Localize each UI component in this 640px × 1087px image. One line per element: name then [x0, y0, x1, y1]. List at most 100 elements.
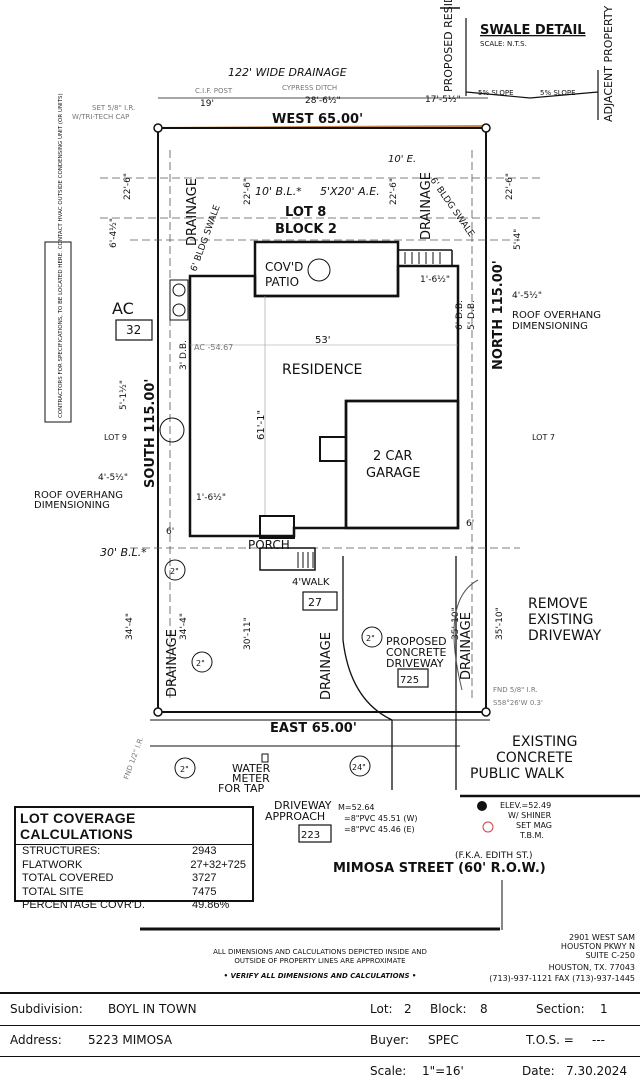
site-plan: SWALE DETAIL SCALE: N.T.S. PROPOSED RESI… — [34, 0, 640, 983]
drainage-bottom-mid: DRAINAGE — [319, 632, 334, 700]
address-label: Address: — [10, 1033, 62, 1047]
drainage-bottom-right: DRAINAGE — [459, 612, 474, 680]
coverage-label: TOTAL SITE — [22, 885, 84, 898]
ten-foot-easement: 10' E. — [388, 154, 416, 165]
tree-2-d: 2" — [366, 634, 375, 643]
flowline-3: =8"PVC 45.46 (E) — [344, 825, 415, 834]
setback-lines — [100, 150, 540, 700]
disclaimer-3: • VERIFY ALL DIMENSIONS AND CALCULATIONS… — [224, 972, 417, 980]
elevation-4: T.B.M. — [519, 831, 544, 840]
porch-label: PORCH — [248, 538, 290, 552]
swale-detail-title: SWALE DETAIL — [480, 23, 586, 38]
contractor-note: CONTRACTORS FOR SPECIFICATIONS, TO BE LO… — [58, 93, 64, 418]
subdivision-value: BOYL IN TOWN — [108, 1002, 197, 1016]
cypress-ditch-note: CYPRESS DITCH — [282, 84, 337, 92]
driveway-approach-2: APPROACH — [265, 810, 325, 823]
coverage-label: STRUCTURES: — [22, 845, 101, 857]
trees — [159, 417, 383, 779]
flowline-2: =8"PVC 45.51 (W) — [344, 814, 418, 823]
disclaimer-1: ALL DIMENSIONS AND CALCULATIONS DEPICTED… — [213, 948, 427, 956]
drainage-top-right: DRAINAGE — [419, 172, 434, 240]
lot-value: 2 — [404, 1002, 412, 1016]
coverage-value: 27+32+725 — [190, 858, 246, 871]
remove-driveway-2: EXISTING — [528, 612, 593, 628]
slope-right: 5% SLOPE — [540, 89, 576, 97]
dim-53: 53' — [315, 335, 330, 346]
coverage-row: STRUCTURES:2943 — [16, 845, 252, 859]
ac-label: AC — [112, 299, 134, 318]
tos-value: --- — [592, 1033, 605, 1047]
driveway-area: 725 — [400, 675, 419, 686]
garage-label-2: GARAGE — [366, 466, 420, 481]
lot-7-label: LOT 7 — [532, 433, 555, 442]
address-value: 5223 MIMOSA — [88, 1033, 173, 1047]
slope-left: 5% SLOPE — [478, 89, 514, 97]
dim-22-6-d: 22'-6" — [505, 173, 515, 200]
north-line-label: NORTH 115.00' — [491, 260, 506, 370]
tree-2-b: 2" — [196, 659, 205, 668]
disclaimer-2: OUTSIDE OF PROPERTY LINES ARE APPROXIMAT… — [234, 957, 405, 965]
lot-coverage-title: LOT COVERAGE CALCULATIONS — [16, 808, 252, 845]
coverage-label: PERCENTAGE COVR'D. — [22, 899, 145, 911]
block-label: Block: — [430, 1002, 467, 1016]
dim-6-b: 6' — [166, 527, 174, 537]
dim-5-1: 5'-1½" — [119, 380, 129, 410]
cov-patio-label-2: PATIO — [265, 275, 299, 289]
found-iron-rod: FND 5/8" I.R. — [493, 686, 538, 694]
dim-34-4-b: 34'-4" — [179, 613, 189, 640]
elevation-3: SET MAG — [516, 821, 552, 830]
remove-driveway-3: DRIVEWAY — [528, 628, 602, 644]
dim-35-10-b: 35'-10" — [495, 607, 505, 640]
firm-line-2: HOUSTON PKWY N — [561, 942, 635, 951]
dim-22-6-c: 22'-6" — [389, 178, 399, 205]
roof-overhang-left-2: DIMENSIONING — [34, 500, 110, 511]
coverage-value: 7475 — [192, 885, 217, 898]
tree-2-a: 2" — [170, 567, 179, 576]
dim-22-6-a: 22'-6" — [123, 173, 133, 200]
cf-post-note: C.I.F. POST — [195, 87, 233, 95]
lot-8-label: LOT 8 — [285, 205, 326, 220]
dim-6-4: 6'-4½" — [109, 218, 119, 248]
found-iron-rod-bearing: S58°26'W 0.3' — [493, 699, 543, 707]
swale-right: 6' BLDG SWALE — [428, 176, 477, 239]
proposed-residence-label: PROPOSED RESIDENCE — [442, 0, 455, 92]
firm-line-4: HOUSTON, TX. 77043 — [549, 963, 635, 972]
dim-34-4-a: 34'-4" — [125, 613, 135, 640]
block-value: 8 — [480, 1002, 488, 1016]
tos-label: T.O.S. = — [526, 1033, 574, 1047]
db-6: 6' D.B. — [455, 300, 465, 330]
swale-detail-scale: SCALE: N.T.S. — [480, 40, 527, 48]
water-meter-3: FOR TAP — [218, 782, 265, 795]
building-line-10: 10' B.L.* — [255, 185, 302, 198]
existing-walk-1: EXISTING — [512, 734, 577, 750]
cov-patio-label-1: COV'D — [265, 260, 303, 274]
coverage-value: 3727 — [192, 872, 217, 884]
coverage-row: TOTAL SITE 7475 — [16, 886, 252, 900]
existing-walk-2: CONCRETE — [496, 750, 573, 766]
firm-line-1: 2901 WEST SAM — [569, 933, 635, 942]
lot-label: Lot: — [370, 1002, 393, 1016]
buyer-label: Buyer: — [370, 1033, 410, 1047]
residence-footprint — [188, 264, 460, 538]
subdivision-label: Subdivision: — [10, 1002, 83, 1016]
swale-detail: SWALE DETAIL SCALE: N.T.S. PROPOSED RESI… — [440, 0, 615, 122]
section-value: 1 — [600, 1002, 608, 1016]
west-line-label: WEST 65.00' — [272, 112, 363, 127]
roof-overhang-right-1: ROOF OVERHANG — [512, 310, 601, 321]
drainage-bottom-left: DRAINAGE — [165, 629, 180, 697]
dim-17: 17'-5½" — [425, 95, 461, 105]
block-2-label: BLOCK 2 — [275, 222, 337, 237]
dim-30-11: 30'-11" — [243, 617, 253, 650]
drainage-top: DRAINAGE — [185, 178, 200, 246]
scale-label: Scale: — [370, 1064, 407, 1078]
dim-4-5-right: 4'-5½" — [512, 291, 542, 301]
proposed-driveway-2: CONCRETE — [386, 646, 447, 659]
scale-value: 1"=16' — [422, 1064, 464, 1078]
garage-label-1: 2 CAR — [373, 449, 412, 464]
elevation-1: ELEV.=52.49 — [500, 801, 551, 810]
buyer-value: SPEC — [428, 1033, 459, 1047]
dim-1-6-right: 1'-6½" — [420, 275, 450, 285]
adjacent-property-label: ADJACENT PROPERTY — [602, 5, 615, 122]
